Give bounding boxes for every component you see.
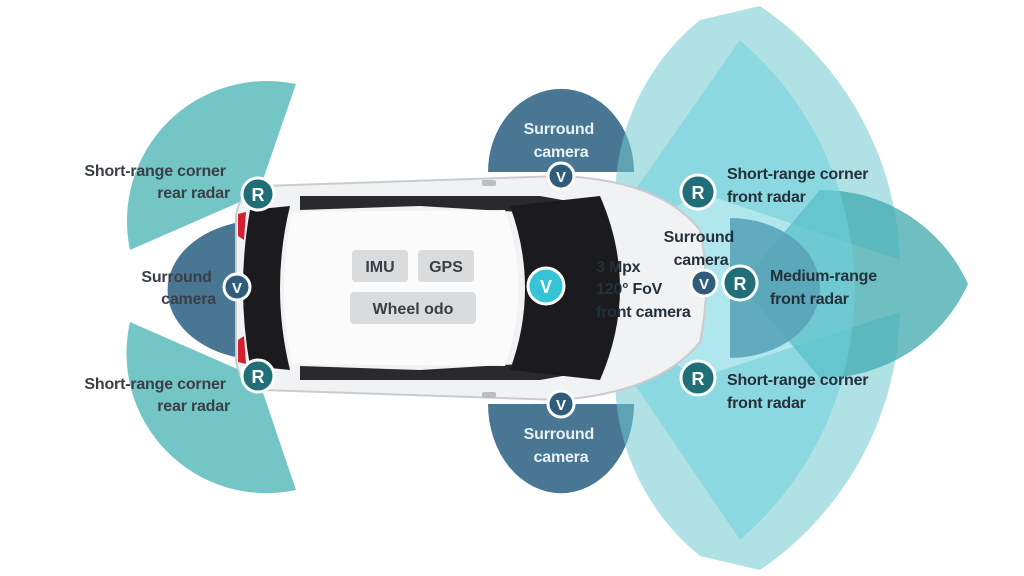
- front-left-radar-label: Short-range corner front radar: [727, 166, 873, 206]
- bottom-camera-badge: [546, 389, 576, 419]
- medium-range-radar-badge-letter: R: [734, 274, 747, 294]
- taillight-right: [238, 336, 246, 364]
- front-camera-label: 3 Mpx 120° FoV front camera: [596, 259, 691, 321]
- rear-right-radar-badge: [240, 358, 276, 394]
- gps-chip: [418, 250, 474, 282]
- medium-range-radar-label: Medium-range front radar: [770, 268, 881, 308]
- rear-window: [243, 206, 290, 370]
- bottom-camera-label: Surround camera: [524, 426, 599, 466]
- front-camera-badge-letter: V: [540, 277, 552, 297]
- sensor-badges: R R V V V V R R V R: [222, 161, 759, 419]
- mirror-right: [482, 392, 496, 398]
- front-right-radar-badge: [679, 359, 717, 397]
- bottom-camera-badge-letter: V: [556, 397, 566, 414]
- top-camera-badge-letter: V: [556, 169, 566, 186]
- rear-camera-zone: [167, 222, 240, 358]
- roof: [284, 210, 519, 366]
- car-top-view: [235, 174, 707, 402]
- rear-left-radar-badge: [240, 176, 276, 212]
- imu-chip: [352, 250, 408, 282]
- top-camera-badge: [546, 161, 576, 191]
- front-surround-camera-badge: [689, 268, 719, 298]
- gps-label: GPS: [429, 259, 463, 276]
- front-right-radar-badge-letter: R: [692, 369, 705, 389]
- rear-camera-badge-letter: V: [232, 280, 242, 297]
- sensor-labels: Short-range corner rear radar Short-rang…: [84, 121, 881, 466]
- front-right-radar-label: Short-range corner front radar: [727, 372, 873, 412]
- front-left-radar-badge: [679, 173, 717, 211]
- rear-right-radar-zone: [126, 322, 297, 494]
- rear-left-radar-zone: [126, 80, 297, 250]
- top-camera-label: Surround camera: [524, 121, 599, 161]
- front-surround-camera-badge-letter: V: [699, 276, 709, 293]
- taillight-left: [238, 212, 246, 240]
- imu-label: IMU: [365, 259, 394, 276]
- onboard-sensors: IMU GPS Wheel odo: [350, 250, 476, 324]
- bottom-camera-zone: [488, 404, 634, 494]
- front-left-radar-badge-letter: R: [692, 183, 705, 203]
- top-camera-zone: [488, 88, 634, 172]
- rear-left-radar-badge-letter: R: [252, 185, 265, 205]
- mirror-left: [482, 180, 496, 186]
- rear-camera-label: Surround camera: [141, 269, 216, 308]
- front-surround-camera-label: Surround camera: [664, 229, 739, 269]
- rear-right-radar-badge-letter: R: [252, 367, 265, 387]
- rear-camera-badge: [222, 272, 252, 302]
- front-camera-badge: [526, 266, 566, 306]
- wheel-odo-label: Wheel odo: [373, 301, 454, 318]
- medium-range-radar-badge: [721, 264, 759, 302]
- wheel-odo-chip: [350, 292, 476, 324]
- rear-right-radar-label: Short-range corner rear radar: [84, 376, 230, 415]
- rear-left-radar-label: Short-range corner rear radar: [84, 163, 230, 202]
